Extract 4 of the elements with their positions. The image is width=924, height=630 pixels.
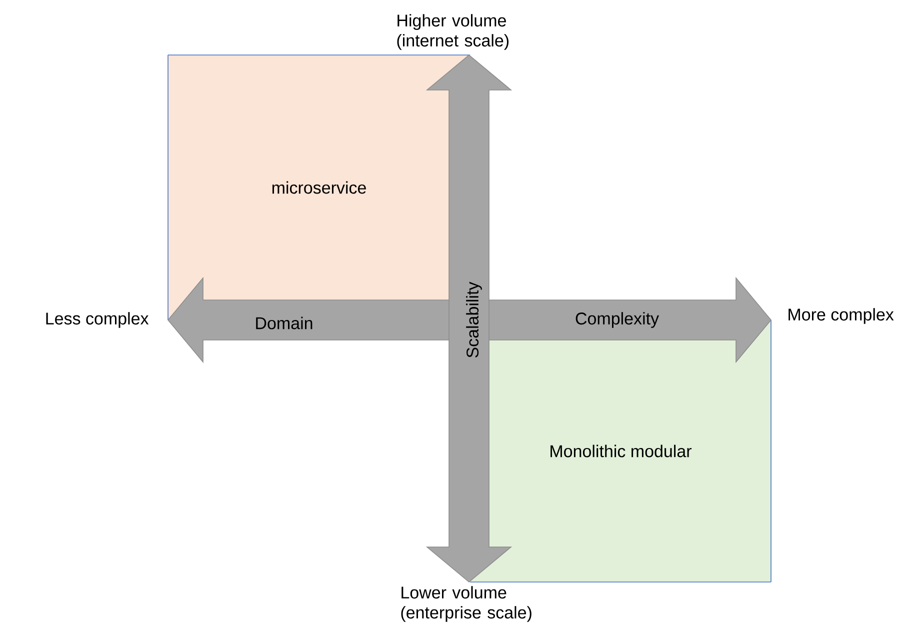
axis-end-label: More complex [788, 308, 894, 324]
axis-end-label: Lower volume (enterprise scale) [401, 586, 532, 622]
axis-end-label: Higher volume (internet scale) [397, 14, 508, 50]
axis-end-label: Less complex [46, 312, 149, 328]
